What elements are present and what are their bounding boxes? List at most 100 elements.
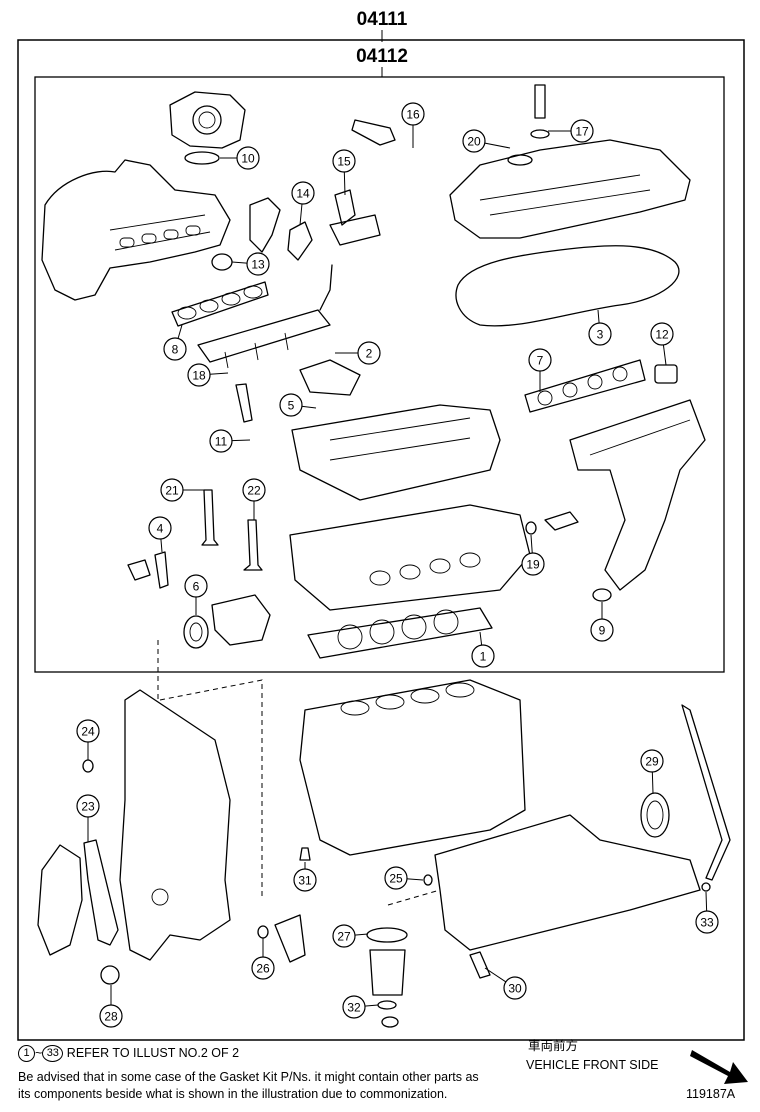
cylinder-block-drawing [299,679,526,856]
drain-plug-drawing [469,951,491,979]
callout-label-18: 18 [192,369,206,383]
bracket-4-drawing [127,559,151,581]
exhaust-manifold-drawing [569,399,706,591]
fuel-delivery-pipe-drawing [197,264,333,369]
callout-label-29: 29 [645,755,659,769]
callout-label-27: 27 [337,930,351,944]
callout-label-13: 13 [251,258,265,272]
callout-label-4: 4 [157,522,164,536]
ref-end-circle: 33 [42,1045,64,1063]
kit-number-inner: 04112 [356,46,408,67]
callout-circle-17 [570,119,594,143]
callout-label-6: 6 [193,580,200,594]
intake-manifold-drawing [41,159,231,301]
callout-label-31: 31 [298,874,312,888]
callout-circle-6 [184,574,208,598]
callout-circle-23 [76,794,100,818]
callout-label-20: 20 [467,135,481,149]
bracket-19-drawing [544,511,579,531]
callout-circle-33 [695,910,719,934]
callout-label-22: 22 [247,484,261,498]
callout-circle-8 [163,337,187,361]
gasket-19-drawing [525,521,537,535]
callout-label-3: 3 [597,328,604,342]
callout-label-21: 21 [165,484,179,498]
callout-circle-20 [462,129,486,153]
outer-kit-frame [17,39,745,1041]
ref-tilde: ~ [35,1046,43,1060]
seal-4-drawing [154,551,169,589]
callout-label-24: 24 [81,725,95,739]
callout-circle-16 [401,102,425,126]
callout-circle-30 [503,976,527,1000]
seal-26-drawing [257,925,269,939]
illustration-id: 119187A [686,1087,736,1101]
callout-label-9: 9 [599,624,606,638]
callout-circle-14 [291,181,315,205]
callout-circle-3 [588,322,612,346]
callout-label-2: 2 [366,347,373,361]
callout-circle-28 [99,1004,123,1028]
sensor-26-drawing [274,914,306,963]
throttle-body-gasket-drawing [184,151,220,165]
sensor-14-drawing [287,221,313,261]
callout-label-14: 14 [296,187,310,201]
ref-text: REFER TO ILLUST NO.2 OF 2 [66,1046,240,1060]
callout-label-8: 8 [172,343,179,357]
callout-circle-29 [640,749,664,773]
exhaust-manifold-gasket-drawing [524,359,646,413]
intake-valve-drawing [201,489,219,546]
gasket-12-drawing [654,364,678,384]
callout-circle-27 [332,924,356,948]
callout-label-11: 11 [215,435,228,449]
water-pump-drawing [37,844,83,956]
callout-circle-1 [471,644,495,668]
rear-oil-seal-drawing [640,792,670,838]
oil-filter-drawing [366,927,408,1028]
dashed-guide-pan [387,889,441,906]
callout-label-16: 16 [406,108,420,122]
direction-label-en: VEHICLE FRONT SIDE [526,1058,659,1072]
callout-label-1: 1 [480,650,487,664]
callout-circle-24 [76,719,100,743]
camshaft-housing-drawing [291,359,501,501]
gasket-25-drawing [423,874,433,886]
callout-circle-10 [236,146,260,170]
callout-circle-13 [246,252,270,276]
callout-label-28: 28 [104,1010,118,1024]
callout-circle-21 [160,478,184,502]
callout-label-17: 17 [575,125,589,139]
gasket-9-drawing [592,588,612,602]
callout-circle-25 [384,866,408,890]
callout-circle-15 [332,149,356,173]
camshaft-oil-seal-drawing [183,615,209,649]
cylinder-head-gasket-drawing [307,607,493,659]
cylinder-head-cover-drawing [449,84,691,239]
callout-label-12: 12 [655,328,669,342]
exhaust-valve-drawing [243,519,263,571]
callout-label-5: 5 [288,399,295,413]
callout-label-23: 23 [81,800,95,814]
cylinder-head-drawing [289,504,531,611]
inner-kit-frame [34,76,725,673]
direction-label-jp: 車両前方 [528,1039,579,1053]
throttle-body-drawing [169,91,246,149]
callout-label-33: 33 [700,916,714,930]
callout-circle-5 [279,393,303,417]
water-outlet-drawing [211,594,271,646]
chain-guide-drawing [83,839,119,946]
ref-start-circle: 1 [18,1045,35,1063]
callout-circle-19 [521,552,545,576]
intake-manifold-gasket-drawing [171,281,269,327]
advisory-line-2: its components beside what is shown in t… [18,1087,448,1101]
callout-label-19: 19 [526,558,540,572]
plug-31-drawing [299,847,311,861]
oil-pan-drawing [434,814,701,951]
callout-label-26: 26 [256,962,270,976]
seal-24-drawing [82,759,94,773]
callout-label-32: 32 [347,1001,361,1015]
callout-label-25: 25 [389,872,403,886]
callout-circle-12 [650,322,674,346]
vehicle-front-arrow-icon [690,1050,748,1084]
